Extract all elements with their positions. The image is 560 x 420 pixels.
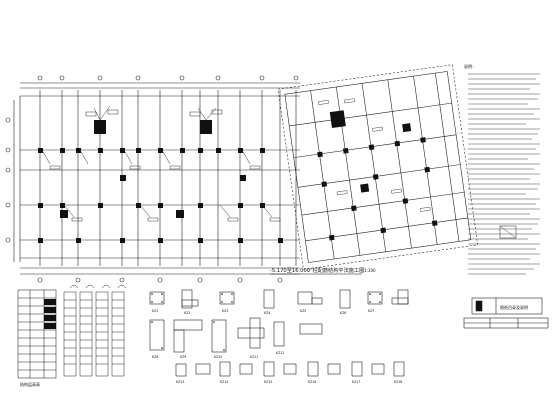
title-block: [463, 297, 549, 329]
height-table-marks: [44, 299, 56, 329]
svg-text:KZ18: KZ18: [394, 380, 402, 384]
left-plan-annotations: [41, 105, 281, 222]
stamp-text: 图纸目录及说明: [500, 304, 528, 310]
svg-text:KZ4: KZ4: [264, 311, 270, 315]
height-table-title: 结构层高表: [20, 381, 40, 387]
column-sections-row2: [149, 317, 323, 353]
svg-text:KZ7: KZ7: [368, 309, 374, 313]
section-rebar: [151, 293, 381, 351]
column-elevations: [63, 284, 127, 377]
svg-text:KZ3: KZ3: [222, 309, 228, 313]
svg-text:KZ8: KZ8: [152, 355, 158, 359]
svg-text:KZ6: KZ6: [340, 311, 346, 315]
svg-text:KZ11: KZ11: [250, 355, 258, 359]
general-notes: 说明：: [464, 63, 540, 275]
column-sections-row3: [175, 361, 405, 377]
svg-text:说明：: 说明：: [464, 63, 476, 69]
column-sections-row1: [149, 289, 409, 309]
right-rotated-plan: [277, 64, 479, 270]
svg-text:KZ15: KZ15: [264, 380, 272, 384]
left-plan-columns: [38, 120, 283, 243]
svg-text:KZ16: KZ16: [308, 380, 316, 384]
svg-text:KZ9: KZ9: [180, 355, 186, 359]
plan-scale: 1:100: [364, 268, 376, 273]
svg-text:KZ10: KZ10: [214, 355, 222, 359]
svg-text:KZ17: KZ17: [352, 380, 360, 384]
height-table: [17, 289, 57, 379]
section-labels: KZ1 KZ2 KZ3 KZ4 KZ5 KZ6 KZ7 KZ8 KZ9 KZ10…: [152, 309, 402, 384]
svg-text:KZ14: KZ14: [220, 380, 228, 384]
svg-text:KZ2: KZ2: [184, 311, 190, 315]
left-column-plan: [5, 75, 300, 283]
svg-text:KZ12: KZ12: [276, 351, 284, 355]
svg-text:KZ1: KZ1: [152, 309, 158, 313]
svg-text:KZ13: KZ13: [176, 380, 184, 384]
plan-title: -5.170至16.000"柱配筋结构平法施工图: [270, 266, 364, 274]
svg-text:KZ5: KZ5: [300, 309, 306, 313]
